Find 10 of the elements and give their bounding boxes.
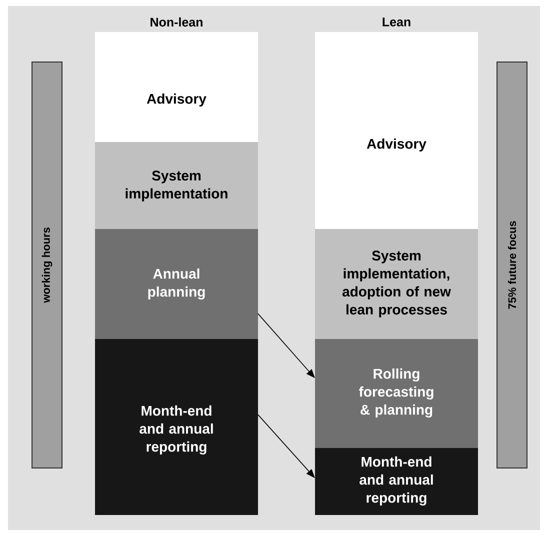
- axis-bar: 75% future focus: [496, 62, 528, 468]
- column-heading: Non-lean: [150, 17, 202, 27]
- stacked-segment: Month-end and annual reporting: [95, 339, 258, 515]
- column-heading: Lean: [382, 18, 410, 26]
- stacked-segment: Annual planning: [95, 229, 258, 339]
- stacked-segment: System implementation: [95, 142, 258, 229]
- axis-bar: working hours: [32, 62, 62, 468]
- stacked-segment: System implementation, adoption of new lean processes: [315, 229, 478, 339]
- stacked-segment: Rolling forecasting & planning: [315, 339, 478, 448]
- stacked-segment: Month-end and annual reporting: [315, 448, 478, 515]
